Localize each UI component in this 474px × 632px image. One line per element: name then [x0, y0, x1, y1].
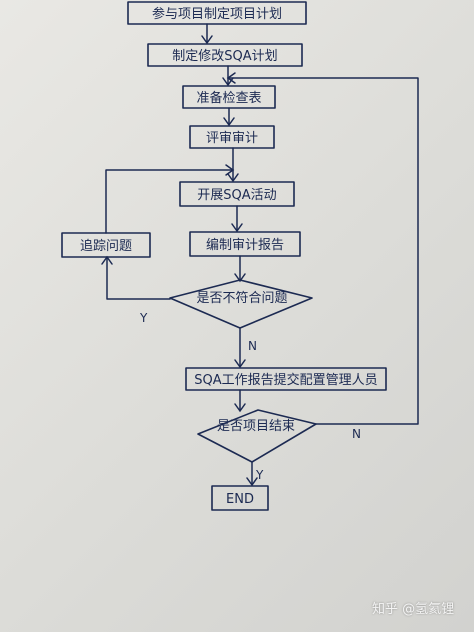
edge-1-arrowhead — [201, 35, 213, 45]
node-end: END — [211, 485, 269, 511]
node-decision-nonconformance: 是否不符合问题 — [169, 279, 313, 329]
node-write-audit-report: 编制审计报告 — [189, 231, 301, 257]
node-track-issues: 追踪问题 — [61, 232, 151, 258]
edge-label-nonconformance-yes: Y — [139, 311, 148, 325]
edge-label-nonconformance-no: N — [248, 339, 257, 353]
edge-nonconformance-yes-arrowhead — [101, 255, 113, 265]
edge-nonconformance-yes — [106, 256, 171, 300]
node-make-sqa-plan-label: 制定修改SQA计划 — [172, 49, 277, 64]
node-make-sqa-plan: 制定修改SQA计划 — [147, 43, 303, 67]
node-review-audit-label: 评审审计 — [206, 131, 258, 146]
edge-4-arrowhead — [227, 173, 239, 183]
edge-project-end-no — [227, 77, 419, 425]
edge-7-arrowhead — [234, 403, 246, 413]
node-participate-plan: 参与项目制定项目计划 — [127, 1, 307, 25]
edge-label-project-end-no: N — [352, 427, 361, 441]
node-participate-plan-label: 参与项目制定项目计划 — [152, 6, 282, 22]
node-write-audit-report-label: 编制审计报告 — [206, 238, 284, 253]
edge-6-arrowhead — [234, 273, 246, 283]
node-track-issues-label: 追踪问题 — [80, 238, 132, 254]
node-prepare-checklist: 准备检查表 — [182, 85, 276, 109]
node-carry-out-sqa-label: 开展SQA活动 — [197, 188, 276, 203]
node-prepare-checklist-label: 准备检查表 — [196, 90, 261, 106]
node-carry-out-sqa: 开展SQA活动 — [179, 181, 295, 207]
edge-nonconformance-no-arrowhead — [234, 359, 246, 369]
node-end-label: END — [226, 492, 254, 507]
node-decision-project-end-label: 是否项目结束 — [217, 419, 295, 434]
node-submit-sqa-report: SQA工作报告提交配置管理人员 — [185, 367, 387, 391]
edge-project-end-yes-arrowhead — [246, 477, 258, 487]
node-decision-project-end: 是否项目结束 — [197, 409, 317, 463]
node-submit-sqa-report-label: SQA工作报告提交配置管理人员 — [194, 372, 377, 388]
edge-5-arrowhead — [231, 223, 243, 233]
edge-track-issues-loop-arrowhead — [225, 164, 235, 176]
edge-project-end-no-arrowhead — [226, 72, 236, 84]
edge-track-issues-loop — [105, 169, 234, 234]
edge-label-project-end-yes: Y — [255, 468, 264, 482]
node-review-audit: 评审审计 — [189, 125, 275, 149]
edge-3-arrowhead — [223, 117, 235, 127]
node-decision-nonconformance-label: 是否不符合问题 — [196, 290, 287, 306]
watermark: 知乎 @氢氦锂 — [372, 602, 455, 617]
